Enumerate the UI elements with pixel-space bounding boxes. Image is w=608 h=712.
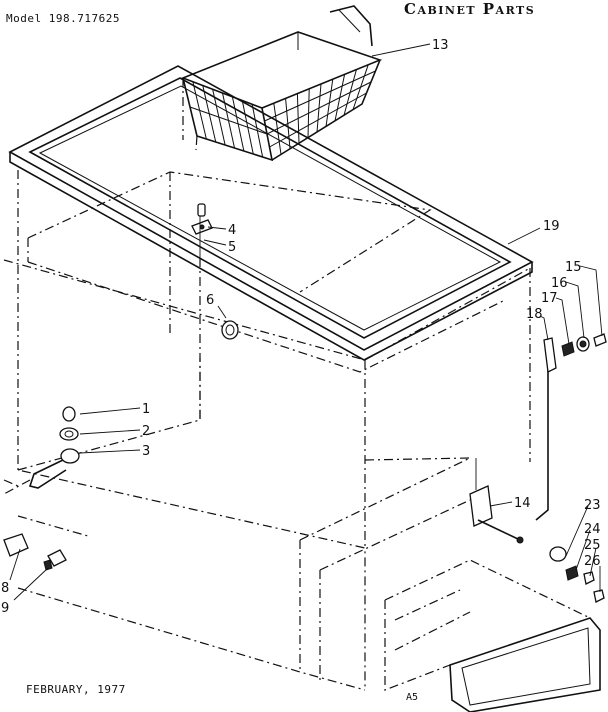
callout-3: 3 <box>142 444 150 459</box>
drain-plug-set <box>3 533 67 571</box>
control-knob-set <box>561 333 607 357</box>
callout-labels: 1 2 3 4 5 6 8 9 13 14 15 16 17 18 19 23 … <box>1 38 601 616</box>
wire-basket <box>180 5 383 162</box>
page-code: A5 <box>406 692 419 703</box>
thermostat-control <box>469 337 557 544</box>
basket-wire <box>264 70 376 122</box>
lid-gasket-frame <box>8 65 534 361</box>
callout-13: 13 <box>432 38 449 53</box>
drain-assembly <box>3 406 80 495</box>
print-date: FEBRUARY, 1977 <box>26 683 126 696</box>
callout-1: 1 <box>142 402 150 417</box>
callout-6: 6 <box>206 293 214 308</box>
callout-26: 26 <box>584 554 601 569</box>
callout-4: 4 <box>228 223 236 238</box>
callout-16: 16 <box>551 276 568 291</box>
basket-wire <box>266 81 372 135</box>
latch-screw-set <box>191 203 213 260</box>
leader-lines <box>9 43 603 601</box>
cabinet-plug <box>221 320 239 340</box>
callout-24: 24 <box>584 522 601 537</box>
callout-18: 18 <box>526 307 543 322</box>
basket-wire <box>189 106 268 135</box>
callout-23: 23 <box>584 498 601 513</box>
callout-9: 9 <box>1 601 9 616</box>
model-number: Model 198.717625 <box>6 12 120 25</box>
callout-15: 15 <box>565 260 582 275</box>
basket-wire <box>269 92 367 148</box>
callout-17: 17 <box>541 291 558 306</box>
callout-25: 25 <box>584 538 601 553</box>
page-title: Cabinet Parts <box>404 0 536 18</box>
callout-14: 14 <box>514 496 531 511</box>
callout-8: 8 <box>1 581 9 596</box>
base-grille <box>384 546 605 712</box>
callout-5: 5 <box>228 240 236 255</box>
callout-2: 2 <box>142 424 150 439</box>
cabinet-shell <box>3 170 531 691</box>
callout-19: 19 <box>543 219 560 234</box>
